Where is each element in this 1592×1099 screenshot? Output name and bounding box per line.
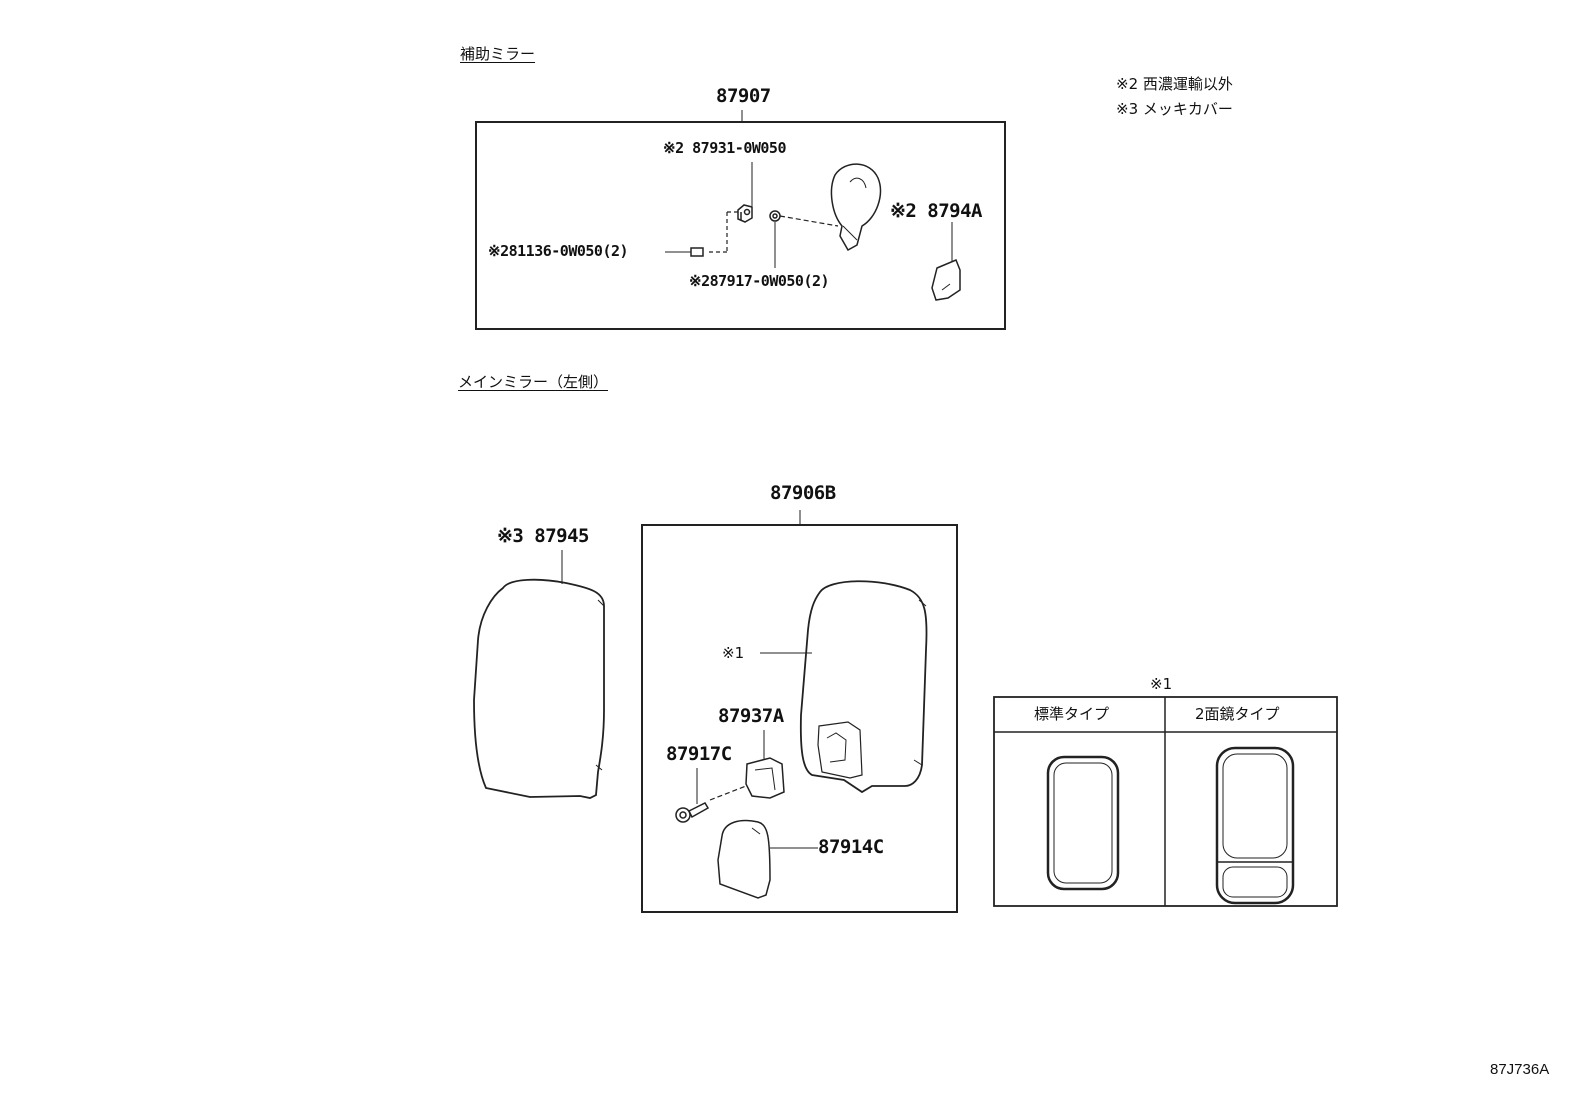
- variant-header-dual: 2面鏡タイプ: [1195, 705, 1280, 723]
- note-2: ※2 西濃運輸以外: [1116, 75, 1233, 93]
- bolt-part: [675, 768, 710, 823]
- aux-mirror-section-title: 補助ミラー: [460, 45, 536, 63]
- holder-callout: 87937A: [718, 705, 784, 727]
- aux-nut-callout: ※287917-0W050(2): [689, 272, 830, 290]
- main-mirror-part: [760, 580, 928, 794]
- aux-screw-part: [665, 247, 704, 257]
- main-mirror-ref-callout: ※1: [722, 644, 745, 662]
- lower-cover-part: [717, 819, 818, 899]
- main-mirror-section-title: メインミラー（左側）: [458, 373, 609, 391]
- aux-dashed-line: [706, 211, 738, 253]
- lower-cover-callout: 87914C: [818, 836, 884, 858]
- main-assembly-part-number: 87906B: [770, 482, 836, 504]
- main-dashed-line: [709, 785, 747, 801]
- mirror-cover-part: [473, 550, 605, 799]
- aux-assembly-box: [475, 121, 1006, 330]
- standard-mirror-icon: [1046, 755, 1120, 891]
- aux-mirror-bracket-part: [931, 222, 961, 301]
- aux-bracket-callout: ※2 87931-0W050: [663, 139, 786, 157]
- aux-mirror-callout: ※2 8794A: [890, 200, 983, 222]
- aux-bracket-part: [737, 162, 753, 223]
- aux-nut-part: [769, 210, 781, 268]
- variant-header-standard: 標準タイプ: [1034, 705, 1110, 723]
- aux-assembly-part-number: 87907: [716, 85, 771, 107]
- variant-table-marker: ※1: [1150, 675, 1173, 693]
- note-3: ※3 メッキカバー: [1116, 100, 1233, 118]
- aux-screw-callout: ※281136-0W050(2): [488, 242, 629, 260]
- cover-callout: ※3 87945: [497, 525, 590, 547]
- aux-dashed-line-2: [779, 215, 839, 227]
- aux-mirror-part: [830, 163, 882, 252]
- variant-table: [993, 696, 1338, 907]
- figure-code: 87J736A: [1490, 1061, 1550, 1078]
- dual-mirror-icon: [1215, 746, 1295, 905]
- holder-part: [745, 730, 785, 799]
- bolt-callout: 87917C: [666, 743, 732, 765]
